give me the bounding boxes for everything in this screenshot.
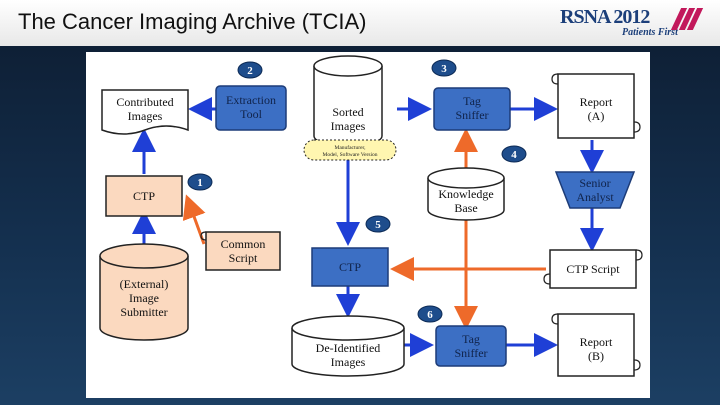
label-deidentified: De-Identified — [316, 341, 381, 355]
logo-text: RSNA 2012 — [560, 6, 650, 28]
step-1-badge — [187, 173, 213, 191]
label-knowledge: Knowledge — [438, 187, 493, 201]
node-ctp-left: CTP — [105, 175, 183, 217]
node-deidentified-images: De-Identified Images — [291, 315, 405, 377]
label-sniffer-b: Sniffer — [454, 346, 487, 360]
node-tag-sniffer-b: Tag Sniffer — [435, 325, 507, 367]
step-2-label: 2 — [247, 65, 253, 77]
step-4-badge — [501, 145, 527, 163]
label-tag-b: Tag — [462, 332, 480, 346]
step-4-label: 4 — [511, 149, 517, 161]
node-report-b: Report (B) — [551, 313, 641, 377]
label-images: Images — [128, 109, 163, 123]
label-base: Base — [454, 201, 477, 215]
label-contributed: Contributed — [116, 95, 173, 109]
label-ctp-left: CTP — [133, 189, 155, 203]
node-sorted-images: Sorted Images — [313, 55, 383, 147]
label-tag-a: Tag — [463, 94, 481, 108]
workflow-diagram: Contributed Images Extraction Tool Sorte… — [86, 52, 650, 398]
node-sorted-note: Manufacturer, Model, Software Version — [303, 139, 397, 161]
step-2-badge — [237, 61, 263, 79]
label-external: (External) — [120, 277, 169, 291]
step-6-label: 6 — [427, 309, 433, 321]
label-ctp-script: CTP Script — [566, 262, 620, 276]
label-sorted-images: Images — [331, 119, 366, 133]
label-sorted: Sorted — [332, 105, 363, 119]
step-1-label: 1 — [197, 177, 203, 189]
node-common-script: Common Script — [200, 231, 281, 271]
label-ctp-center: CTP — [339, 260, 361, 274]
step-3-badge — [431, 59, 457, 77]
node-extraction-tool: Extraction Tool — [215, 85, 287, 131]
label-submitter: Submitter — [120, 305, 167, 319]
label-note-line2: Model, Software Version — [322, 151, 377, 158]
label-extraction: Extraction — [226, 93, 276, 107]
rsna-logo: RSNA 2012 Patients First — [560, 6, 710, 42]
label-report-b: Report — [580, 335, 613, 349]
logo-tagline: Patients First — [622, 27, 678, 38]
title-bar: The Cancer Imaging Archive (TCIA) RSNA 2… — [0, 0, 720, 46]
label-note-line1: Manufacturer, — [334, 144, 366, 151]
label-deid-images: Images — [331, 355, 366, 369]
step-3-label: 3 — [441, 63, 447, 75]
step-5-badge — [365, 215, 391, 233]
label-report-b-suffix: (B) — [588, 349, 604, 363]
node-senior-analyst: Senior Analyst — [554, 171, 636, 209]
logo-stripes-icon — [670, 8, 704, 30]
node-report-a: Report (A) — [551, 73, 641, 139]
node-tag-sniffer-a: Tag Sniffer — [433, 87, 511, 131]
label-senior: Senior — [579, 176, 610, 190]
label-report-a: Report — [580, 95, 613, 109]
label-sniffer-a: Sniffer — [455, 108, 488, 122]
step-6-badge — [417, 305, 443, 323]
node-knowledge-base: Knowledge Base — [427, 167, 505, 221]
label-common: Common — [221, 237, 266, 251]
node-external-submitter: (External) Image Submitter — [99, 243, 189, 341]
label-image: Image — [129, 291, 159, 305]
label-script: Script — [229, 251, 258, 265]
node-ctp-script: CTP Script — [543, 249, 643, 289]
step-5-label: 5 — [375, 219, 381, 231]
label-analyst: Analyst — [576, 190, 614, 204]
node-contributed-images: Contributed Images — [101, 89, 189, 135]
node-ctp-center: CTP — [311, 247, 389, 287]
label-report-a-suffix: (A) — [588, 109, 605, 123]
label-tool: Tool — [240, 107, 262, 121]
slide-title: The Cancer Imaging Archive (TCIA) — [18, 9, 367, 34]
